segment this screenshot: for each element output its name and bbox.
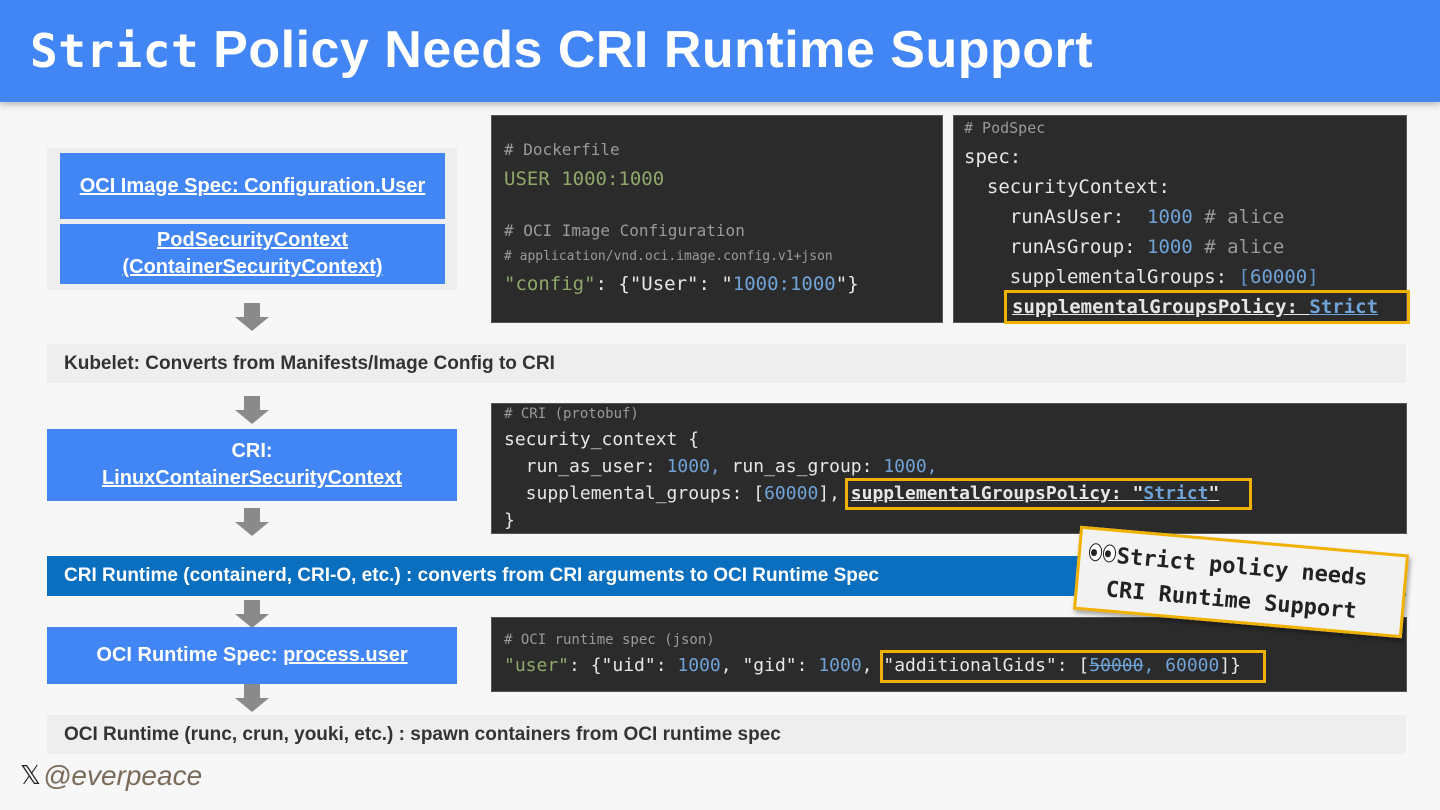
additional-gid-value: 60000 [1165,655,1220,676]
spec-line: spec: [964,146,1022,168]
container-security-context-link[interactable]: (ContainerSecurityContext) [122,256,383,278]
config-key: "config" [504,273,596,295]
cri-policy-highlight [845,478,1252,510]
bracket: ] [1307,266,1319,288]
cri-box: CRI: LinuxContainerSecurityContext [47,429,457,501]
pod-security-context-box: PodSecurityContext (ContainerSecurityCon… [60,224,445,284]
supplemental-groups-line: supplemental_groups: [60000], supplement… [504,483,1220,504]
linux-container-security-context-link[interactable]: LinuxContainerSecurityContext [101,467,403,489]
code-comment: # alice [1192,236,1285,258]
config-end: "} [835,273,859,295]
bracket: ]} [1219,655,1242,676]
oci-runtime-label: OCI Runtime (runc, crun, youki, etc.) : … [64,723,781,745]
policy-value: Strict [1309,296,1379,318]
code-comment: # PodSpec [964,119,1046,137]
gid-key: , "gid": [720,655,819,676]
handle-text[interactable]: @everpeace [42,760,203,791]
oci-runtime-spec-label: OCI Runtime Spec: [96,644,284,666]
down-arrow-icon [235,396,269,426]
bracket: ], [818,483,851,504]
run-as-line: run_as_user: 1000, run_as_group: 1000, [504,456,938,477]
oci-runtime-bar: OCI Runtime (runc, crun, youki, etc.) : … [47,715,1406,754]
cri-code-block: # CRI (protobuf) security_context { run_… [491,403,1407,534]
separator: , [1143,655,1166,676]
x-logo-icon: 𝕏 [20,761,41,791]
down-arrow-icon [235,600,269,630]
policy-key: supplementalGroupsPolicy: " [850,483,1144,504]
cri-runtime-label: CRI Runtime (containerd, CRI-O, etc.) : … [64,565,879,586]
additional-gids-highlight [880,650,1266,683]
oci-config-line: "config": {"User": "1000:1000"} [504,273,859,295]
bracket: [ [1238,266,1250,288]
dockerfile-code-block: # Dockerfile USER 1000:1000 # OCI Image … [491,115,943,323]
removed-gid-value: 50000 [1089,655,1144,676]
run-as-user-line: runAsUser: 1000 # alice [964,206,1285,228]
code-comment: # OCI Image Configuration [504,221,745,240]
additional-gids-key: "additionalGids": [ [883,655,1090,676]
cri-policy: supplementalGroupsPolicy: "Strict" [851,483,1219,504]
supplemental-groups-policy-line: supplementalGroupsPolicy: Strict [1012,296,1378,318]
podspec-code-block: # PodSpec spec: securityContext: runAsUs… [953,115,1407,323]
footer-handle: 𝕏@everpeace [20,760,202,792]
run-as-user-value: 1000, [666,456,721,477]
supplemental-groups-line: supplementalGroups: [60000] [964,266,1319,288]
code-comment: # CRI (protobuf) [504,406,639,422]
policy-key: supplementalGroupsPolicy: [1012,296,1310,318]
cri-label: CRI: [231,440,273,462]
oci-runtime-spec-box: OCI Runtime Spec: process.user [47,627,457,684]
run-as-group-value: 1000 [1147,236,1193,258]
security-context-close-line: } [504,510,515,531]
code-comment: # Dockerfile [504,140,620,159]
run-as-group-key: run_as_group: [720,456,884,477]
config-mid: : {"User": " [595,273,733,295]
title-strict-word: Strict [30,24,200,78]
podspec-policy-highlight [1004,290,1410,324]
code-comment: # application/vnd.oci.image.config.v1+js… [504,249,833,264]
run-as-user-value: 1000 [1147,206,1193,228]
supplemental-groups-value: 60000 [764,483,819,504]
code-comment: # alice [1192,206,1285,228]
down-arrow-icon [235,508,269,538]
oci-image-spec-box: OCI Image Spec: Configuration.User [60,153,445,219]
run-as-group-line: runAsGroup: 1000 # alice [964,236,1285,258]
eyes-icon [1088,542,1118,565]
title-rest: Policy Needs CRI Runtime Support [213,21,1094,79]
user-key: "user" [504,655,570,676]
policy-value: Strict [1143,483,1209,504]
uid-key: : {"uid": [569,655,678,676]
dockerfile-user-line: USER 1000:1000 [504,168,665,190]
separator: , [861,655,884,676]
run-as-group-key: runAsGroup: [964,236,1148,258]
supplemental-groups-value: 60000 [1250,266,1308,288]
security-context-open-line: security_context { [504,429,700,450]
oci-runtime-code-block: # OCI runtime spec (json) "user": {"uid"… [491,617,1407,692]
oci-image-spec-link[interactable]: OCI Image Spec: Configuration.User [79,174,426,197]
supplemental-groups-key: supplemental_groups: [ [504,483,765,504]
run-as-group-value: 1000, [883,456,938,477]
run-as-user-key: run_as_user: [504,456,667,477]
down-arrow-icon [235,303,269,333]
gid-value: 1000 [818,655,862,676]
process-user-link[interactable]: process.user [283,644,408,666]
down-arrow-icon [235,684,269,714]
security-context-line: securityContext: [964,176,1170,198]
supplemental-groups-key: supplementalGroups: [964,266,1239,288]
pod-security-context-link[interactable]: PodSecurityContext [156,229,349,251]
kubelet-label: Kubelet: Converts from Manifests/Image C… [64,352,555,374]
run-as-user-key: runAsUser: [964,206,1148,228]
oci-user-line: "user": {"uid": 1000, "gid": 1000, "addi… [504,655,1241,676]
code-comment: # OCI runtime spec (json) [504,632,715,648]
policy-quote: " [1208,483,1220,504]
config-user-value: 1000:1000 [732,273,836,295]
kubelet-bar: Kubelet: Converts from Manifests/Image C… [47,344,1406,383]
uid-value: 1000 [677,655,721,676]
